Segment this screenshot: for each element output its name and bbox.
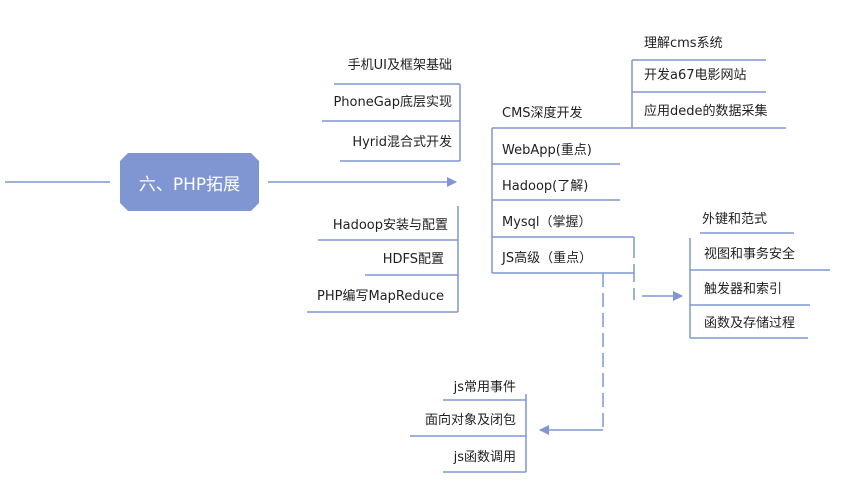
cms-topic-3[interactable]: 应用dede的数据采集 [644, 104, 768, 119]
hadoop-topic-2[interactable]: HDFS配置 [382, 252, 444, 267]
root-node[interactable]: 六、PHP拓展 [120, 153, 259, 211]
cms-topic-1[interactable]: 理解cms系统 [644, 36, 723, 51]
mysql-topic-1[interactable]: 外键和范式 [702, 212, 768, 227]
mysql-topic-4[interactable]: 函数及存储过程 [704, 316, 796, 331]
js-topic-3[interactable]: js函数调用 [453, 450, 516, 465]
webapp-topic-3[interactable]: Hyrid混合式开发 [352, 135, 452, 150]
js-topic-2[interactable]: 面向对象及闭包 [424, 413, 516, 428]
cms-topic-2[interactable]: 开发a67电影网站 [644, 68, 747, 83]
mysql-topic-2[interactable]: 视图和事务安全 [704, 247, 796, 262]
webapp-topic-1[interactable]: 手机UI及框架基础 [347, 58, 452, 73]
branch-mysql[interactable]: Mysql（掌握） [502, 215, 592, 230]
branch-hadoop[interactable]: Hadoop(了解) [502, 179, 589, 194]
webapp-topic-2[interactable]: PhoneGap底层实现 [333, 95, 452, 110]
root-label: 六、PHP拓展 [138, 174, 241, 195]
branch-webapp[interactable]: WebApp(重点) [502, 143, 592, 158]
branch-js[interactable]: JS高级（重点） [502, 251, 593, 266]
hadoop-topic-3[interactable]: PHP编写MapReduce [317, 289, 444, 304]
branch-cms[interactable]: CMS深度开发 [502, 106, 583, 121]
hadoop-topic-1[interactable]: Hadoop安装与配置 [332, 218, 448, 233]
mysql-topic-3[interactable]: 触发器和索引 [704, 282, 783, 297]
js-topic-1[interactable]: js常用事件 [453, 380, 516, 395]
